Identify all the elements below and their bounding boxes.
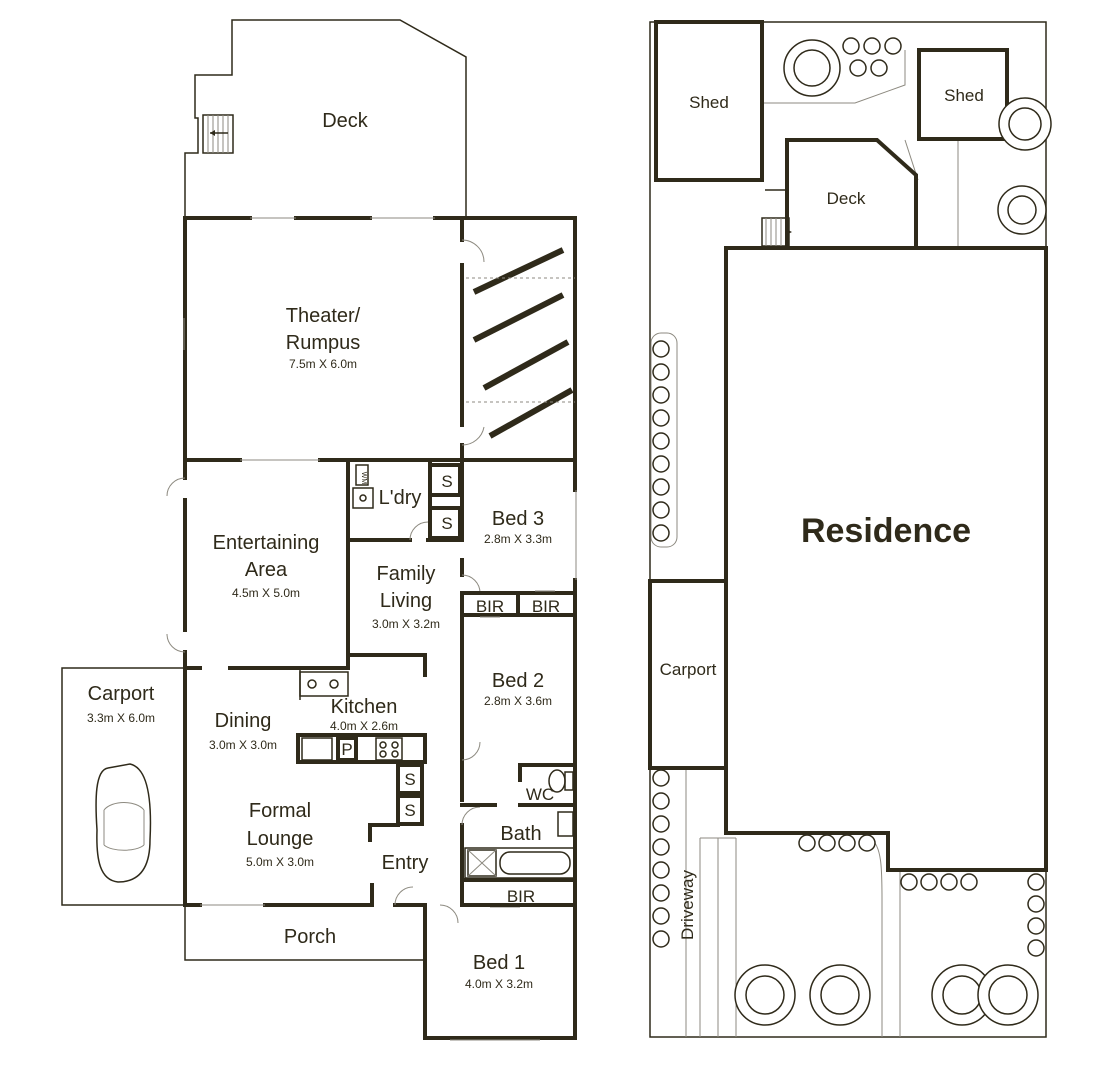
carport-label: Carport [88, 683, 155, 705]
theater-walls [183, 216, 577, 462]
dining-label: Dining [215, 710, 272, 732]
shed-2 [917, 48, 1009, 141]
storage-cupboard-1 [428, 463, 462, 497]
deck-stairs [202, 114, 234, 154]
deck-label: Deck [322, 110, 369, 132]
bed2-dims: 2.8m X 3.6m [484, 694, 552, 708]
bir-label-bed3-1: BIR [476, 597, 504, 616]
family-label-1: Family [377, 563, 436, 585]
residence-label: Residence [801, 512, 971, 550]
site-carport [648, 579, 728, 770]
theater-label-2: Rumpus [286, 332, 360, 354]
dining-dims: 3.0m X 3.0m [209, 738, 277, 752]
shed-1-label: Shed [689, 93, 729, 112]
washing-machine-label: WM [360, 472, 367, 485]
site-deck-label: Deck [827, 189, 866, 208]
bed2-label: Bed 2 [492, 670, 544, 692]
bir-label-bed1: BIR [507, 887, 535, 906]
family-label-2: Living [380, 590, 432, 612]
kitchen-label: Kitchen [331, 696, 398, 718]
driveway-label: Driveway [678, 870, 697, 940]
wc-label: WC [526, 785, 554, 804]
bed1-label: Bed 1 [473, 952, 525, 974]
lounge-label-1: Formal [249, 800, 311, 822]
laundry-label: L'dry [379, 487, 422, 509]
site-deck [785, 138, 918, 250]
shed-2-label: Shed [944, 86, 984, 105]
porch-label: Porch [284, 926, 336, 948]
linen-label-1: S [404, 770, 415, 789]
entry-label: Entry [382, 852, 429, 874]
residence-outline [724, 246, 1048, 872]
bed3-dims: 2.8m X 3.3m [484, 532, 552, 546]
carport-dims: 3.3m X 6.0m [87, 711, 155, 725]
entertaining-label-1: Entertaining [213, 532, 320, 554]
hatched-area [466, 247, 575, 439]
lounge-label-2: Lounge [247, 828, 314, 850]
bath-label: Bath [500, 823, 541, 845]
trees [734, 39, 1052, 1026]
family-dims: 3.0m X 3.2m [372, 617, 440, 631]
site-plan: Shed Shed Deck Residence Carport Drivewa… [648, 20, 1052, 1038]
entertaining-dims: 4.5m X 5.0m [232, 586, 300, 600]
theater-dims: 7.5m X 6.0m [289, 357, 357, 371]
lounge-dims: 5.0m X 3.0m [246, 855, 314, 869]
carport-outline [61, 667, 185, 906]
bed3-label: Bed 3 [492, 508, 544, 530]
bed1-dims: 4.0m X 3.2m [465, 977, 533, 991]
storage-cupboard-2 [428, 506, 462, 540]
storage-label-2: S [441, 514, 452, 533]
storage-label-1: S [441, 472, 452, 491]
bir-label-bed3-2: BIR [532, 597, 560, 616]
entertaining-label-2: Area [245, 559, 288, 581]
deck-outline [184, 19, 467, 218]
shrubs [652, 37, 1045, 957]
car-icon [95, 763, 152, 883]
shed-1 [654, 20, 764, 182]
kitchen-dims: 4.0m X 2.6m [330, 719, 398, 733]
floor-plan-labels: Deck Theater/ Rumpus 7.5m X 6.0m L'dry S… [87, 110, 560, 991]
pantry-label: P [341, 740, 352, 759]
floor-plan [61, 19, 577, 1041]
site-carport-label: Carport [660, 660, 717, 679]
theater-label-1: Theater/ [286, 305, 361, 327]
linen-label-2: S [404, 801, 415, 820]
